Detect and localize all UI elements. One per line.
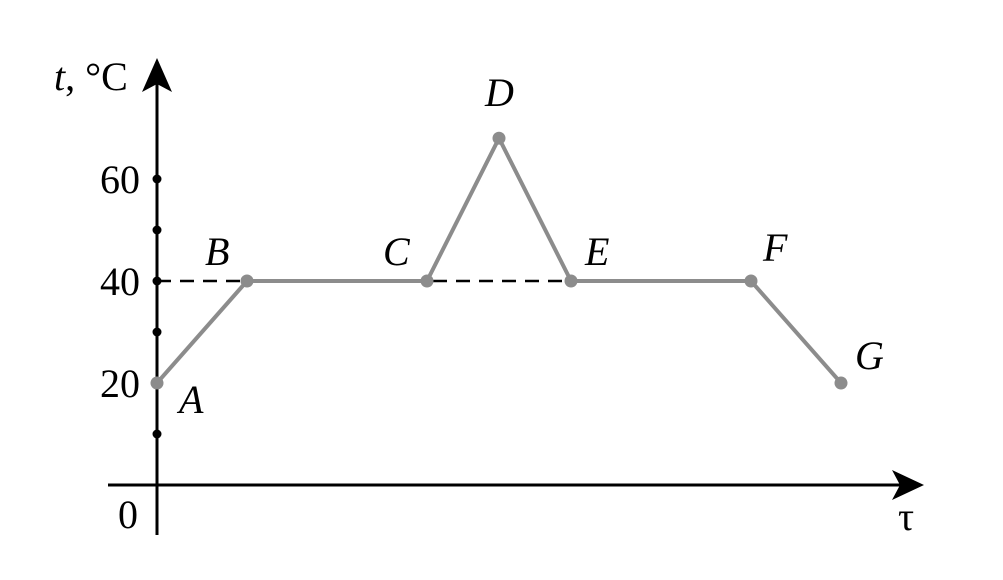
y-axis-tick-labels: 20 40 60	[100, 157, 140, 406]
y-tick-label-20: 20	[100, 361, 140, 406]
point-f	[744, 274, 758, 288]
point-a	[150, 376, 164, 390]
y-axis-arrowhead	[142, 58, 172, 92]
y-tick-30	[152, 327, 162, 337]
temperature-series-line	[155, 136, 843, 385]
point-e	[564, 274, 578, 288]
y-tick-label-60: 60	[100, 157, 140, 202]
y-tick-50	[152, 225, 162, 235]
x-axis-arrowhead	[892, 470, 924, 500]
data-points	[150, 131, 848, 390]
y-tick-60	[152, 174, 162, 184]
point-label-b: B	[205, 229, 229, 274]
origin-label: 0	[118, 492, 138, 537]
y-axis-label: t, °C	[54, 54, 128, 99]
point-label-f: F	[762, 225, 788, 270]
point-label-d: D	[484, 70, 514, 115]
point-c	[420, 274, 434, 288]
x-axis-label: τ	[898, 494, 914, 539]
point-d	[492, 131, 506, 145]
y-axis-ticks	[152, 174, 162, 439]
point-label-g: G	[855, 333, 884, 378]
point-g	[834, 376, 848, 390]
point-label-c: C	[383, 229, 411, 274]
point-label-a: A	[176, 377, 204, 422]
data-point-labels: A B C D E F G	[176, 70, 884, 422]
point-label-e: E	[584, 229, 609, 274]
y-tick-label-40: 40	[100, 259, 140, 304]
point-b	[240, 274, 254, 288]
y-tick-10	[152, 429, 162, 439]
